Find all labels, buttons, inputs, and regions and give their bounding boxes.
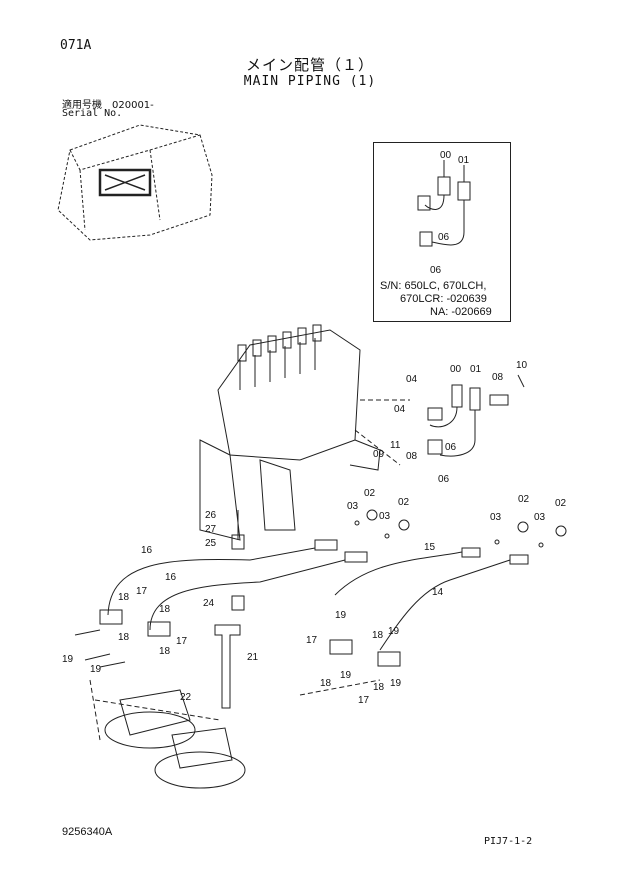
lower-callouts: 18 17 18 17 18 18 24 14 19 19 19 21 17 1… [62, 586, 444, 706]
callout: 06 [445, 442, 457, 453]
callout: 02 [555, 498, 567, 509]
callout: 19 [340, 670, 352, 681]
callout: 24 [203, 598, 215, 609]
callout: 16 [165, 572, 177, 583]
callout: 18 [159, 646, 171, 657]
callout: 03 [534, 512, 546, 523]
middle-hoses [107, 509, 567, 651]
inset-serial-line-1: S/N: 650LC, 670LCH, [380, 280, 487, 292]
callout: 02 [364, 488, 376, 499]
callout: 22 [180, 692, 192, 703]
inset-detail-box [373, 142, 511, 322]
callout: 15 [424, 542, 436, 553]
callout: 08 [492, 372, 504, 383]
callout: 09 [373, 449, 385, 460]
inset-serial-line-3: NA: -020669 [430, 306, 492, 318]
callout: 18 [320, 678, 332, 689]
callout: 08 [406, 451, 418, 462]
callout: 21 [247, 652, 259, 663]
callout: 03 [347, 501, 359, 512]
callout: 11 [390, 440, 401, 451]
callout: 04 [394, 404, 406, 415]
inset-hoses [417, 160, 471, 247]
callout: 18 [118, 632, 130, 643]
callout: 17 [136, 586, 148, 597]
callout: 04 [406, 374, 418, 385]
page-reference: PIJ7-1-2 [484, 836, 533, 847]
page-title-japanese: メイン配管（１） [245, 56, 374, 74]
callout: 18 [159, 604, 171, 615]
callout: 17 [358, 695, 370, 706]
serial-label-japanese: 適用号機 020001- [62, 100, 154, 111]
callout: 17 [176, 636, 188, 647]
page-code: 071A [60, 38, 92, 53]
inset-callouts: 00 01 06 06 [430, 150, 470, 276]
callout: 02 [518, 494, 530, 505]
callout: 18 [372, 630, 384, 641]
callout: 03 [490, 512, 502, 523]
callout: 26 [205, 510, 217, 521]
callout: 19 [90, 664, 102, 675]
lower-assembly [74, 609, 401, 789]
callout: 25 [205, 538, 217, 549]
callout: 02 [398, 497, 410, 508]
callout: 19 [388, 626, 400, 637]
callout: 18 [118, 592, 130, 603]
callout: 00 [450, 364, 462, 375]
inset-callout: 06 [430, 265, 442, 276]
callout: 17 [306, 635, 318, 646]
callout: 19 [335, 610, 347, 621]
page-title-english: MAIN PIPING (1) [243, 74, 377, 89]
machine-key-map [57, 124, 213, 241]
callout: 16 [141, 545, 153, 556]
callout: 19 [390, 678, 402, 689]
control-valve-assembly [199, 324, 381, 541]
inset-serial-line-2: 670LCR: -020639 [400, 293, 487, 305]
callout: 01 [470, 364, 482, 375]
upper-hoses [354, 374, 525, 466]
upper-callouts: 00 01 10 04 08 04 11 09 08 06 06 [373, 360, 528, 485]
callout: 19 [62, 654, 74, 665]
callout: 27 [205, 524, 217, 535]
callout: 14 [432, 587, 444, 598]
callout: 03 [379, 511, 391, 522]
middle-callouts: 02 02 03 03 02 02 03 03 26 27 25 16 15 1… [141, 488, 567, 583]
inset-callout: 06 [438, 232, 450, 243]
serial-label-english: Serial No. [62, 108, 123, 119]
drawing-number: 9256340A [62, 826, 113, 838]
inset-callout: 00 [440, 150, 452, 161]
callout: 10 [516, 360, 528, 371]
inset-callout: 01 [458, 155, 470, 166]
callout: 06 [438, 474, 450, 485]
callout: 18 [373, 682, 385, 693]
